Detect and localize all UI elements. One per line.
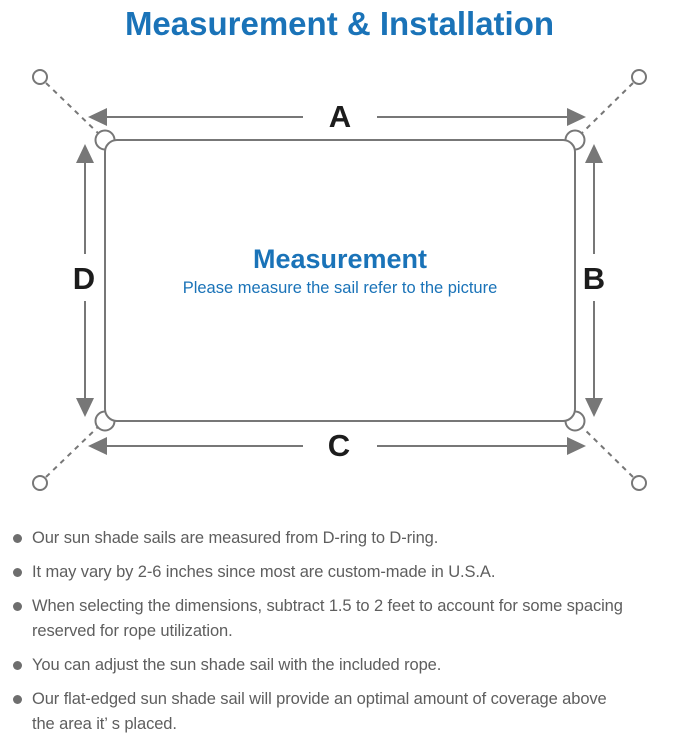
list-item-text: Our flat-edged sun shade sail will provi… — [32, 690, 607, 733]
bullet-dot-icon — [13, 602, 22, 611]
dimension-arrow-d — [76, 144, 94, 417]
dimension-label-d: D — [73, 261, 95, 296]
rope-dashed-line-bottom-right — [580, 425, 634, 478]
arrowhead-up — [585, 144, 603, 163]
arrowhead-right — [567, 108, 586, 126]
list-item-text: You can adjust the sun shade sail with t… — [32, 656, 442, 674]
anchor-ring-bottom-right — [631, 475, 647, 491]
instruction-list: Our sun shade sails are measured from D-… — [0, 520, 679, 737]
anchor-ring-top-right — [631, 69, 647, 85]
arrowhead-down — [76, 398, 94, 417]
arrowhead-right — [567, 437, 586, 455]
list-item: When selecting the dimensions, subtract … — [12, 594, 671, 644]
dimension-label-c: C — [328, 428, 350, 463]
dimension-label-b: B — [583, 261, 605, 296]
list-item: Our flat-edged sun shade sail will provi… — [12, 687, 671, 737]
shade-sail-outline — [104, 139, 576, 422]
arrowhead-left — [88, 437, 107, 455]
rope-dashed-line-top-right — [580, 82, 634, 135]
dimension-label-a: A — [329, 99, 351, 134]
measurement-subheading: Please measure the sail refer to the pic… — [183, 279, 498, 297]
list-item-text: When selecting the dimensions, subtract … — [32, 597, 623, 640]
list-item-text: It may vary by 2-6 inches since most are… — [32, 563, 496, 581]
rope-dashed-line-top-left — [45, 82, 100, 135]
dimension-arrow-a — [88, 108, 586, 126]
list-item: Our sun shade sails are measured from D-… — [12, 526, 671, 551]
sail-measurement-diagram: A C D B Measurement Please measure the s… — [32, 69, 647, 491]
arrowhead-down — [585, 398, 603, 417]
bullet-dot-icon — [13, 568, 22, 577]
bullet-dot-icon — [13, 534, 22, 543]
bullet-dot-icon — [13, 695, 22, 704]
list-item: It may vary by 2-6 inches since most are… — [12, 560, 671, 585]
list-item: You can adjust the sun shade sail with t… — [12, 653, 671, 678]
list-item-text: Our sun shade sails are measured from D-… — [32, 529, 439, 547]
anchor-ring-bottom-left — [32, 475, 48, 491]
anchor-ring-top-left — [32, 69, 48, 85]
measurement-heading: Measurement — [253, 244, 427, 274]
dimension-arrow-c — [88, 437, 586, 455]
page-title: Measurement & Installation — [124, 5, 555, 42]
arrowhead-left — [88, 108, 107, 126]
bullet-dot-icon — [13, 661, 22, 670]
rope-dashed-line-bottom-left — [45, 425, 100, 478]
dimension-arrow-b — [585, 144, 603, 417]
arrowhead-up — [76, 144, 94, 163]
